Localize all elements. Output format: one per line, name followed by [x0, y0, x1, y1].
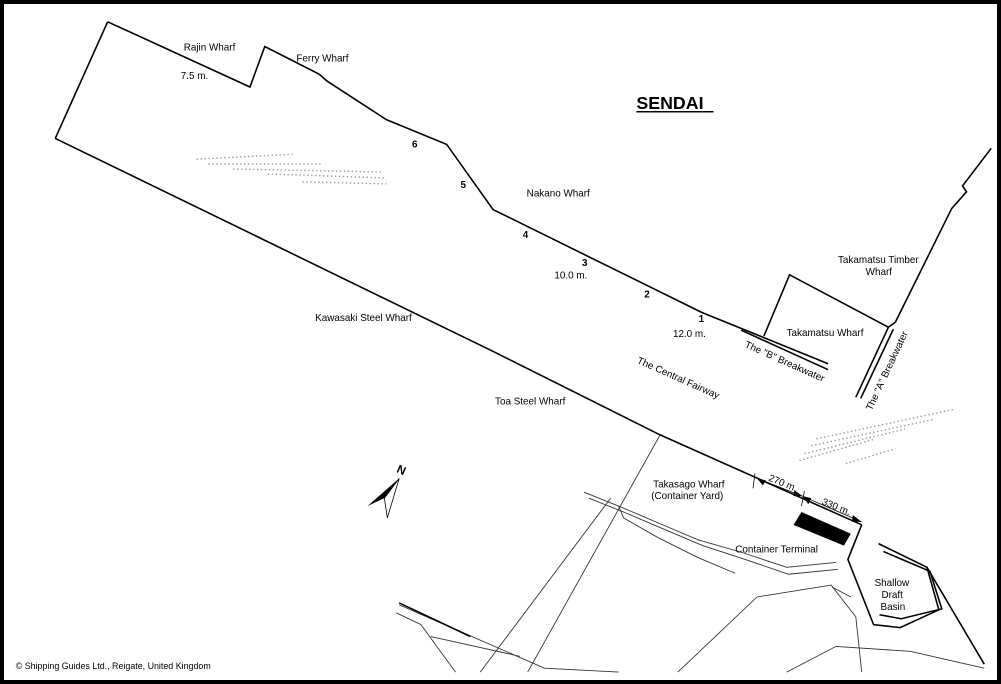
- berth-number: 2: [644, 290, 650, 301]
- takamatsu-timber-label-1: Takamatsu Timber: [838, 255, 919, 266]
- shallow-stipple: [196, 153, 955, 465]
- berth-1-depth-label: 12.0 m.: [673, 329, 706, 340]
- copyright-text: © Shipping Guides Ltd., Reigate, United …: [16, 661, 211, 671]
- rajin-depth-label: 7.5 m.: [181, 71, 208, 82]
- a-breakwater: [855, 326, 890, 398]
- port-map-drawing: N SENDAI Rajin Wharf 7.5 m. Ferry Wharf …: [16, 21, 992, 673]
- berth-number: 6: [412, 139, 418, 150]
- berth-number: 3: [582, 258, 588, 269]
- rajin-wharf-label: Rajin Wharf: [184, 42, 236, 53]
- dimension-330-label: 330 m.: [820, 497, 852, 519]
- berth-number: 4: [523, 230, 529, 241]
- ferry-wharf-label: Ferry Wharf: [296, 53, 348, 64]
- shallow-basin-inner: [879, 550, 943, 620]
- nakano-depth-label: 10.0 m.: [554, 271, 587, 282]
- berth-number: 1: [699, 314, 705, 325]
- map-title: SENDAI: [636, 93, 703, 113]
- north-arrow-icon: N: [367, 462, 409, 519]
- land-roads: [396, 434, 985, 673]
- north-shoreline: [54, 21, 109, 139]
- shallow-basin-label-3: Basin: [881, 602, 906, 613]
- toa-steel-wharf-label: Toa Steel Wharf: [495, 396, 566, 407]
- container-terminal-building: [793, 511, 851, 546]
- dimension-lines: [752, 473, 862, 523]
- shallow-basin-label-2: Draft: [881, 590, 903, 601]
- takasago-wharf-label-1: Takasago Wharf: [653, 479, 725, 490]
- container-terminal-label: Container Terminal: [735, 545, 818, 556]
- nakano-wharf-label: Nakano Wharf: [527, 189, 590, 200]
- takamatsu-timber-label-2: Wharf: [866, 267, 893, 278]
- central-fairway-label: The Central Fairway: [635, 355, 721, 401]
- a-breakwater-inner: [860, 328, 895, 399]
- takamatsu-wharf-label: Takamatsu Wharf: [787, 328, 864, 339]
- kawasaki-steel-wharf-label: Kawasaki Steel Wharf: [315, 313, 412, 324]
- east-channel-shoreline: [926, 566, 985, 665]
- berth-number: 5: [460, 180, 466, 191]
- east-shoreline: [894, 147, 992, 323]
- rajin-ferry-nakano-shoreline: [107, 21, 829, 365]
- dimension-270-label: 270 m.: [767, 473, 799, 495]
- b-breakwater: [740, 329, 829, 371]
- takamatsu-wharf-outline: [763, 273, 896, 337]
- shallow-basin-label-1: Shallow: [875, 578, 910, 589]
- takasago-wharf-label-2: (Container Yard): [651, 491, 723, 502]
- north-label: N: [395, 462, 409, 478]
- southwest-shoreline: [54, 137, 863, 526]
- container-terminal-shoreline: [847, 524, 940, 629]
